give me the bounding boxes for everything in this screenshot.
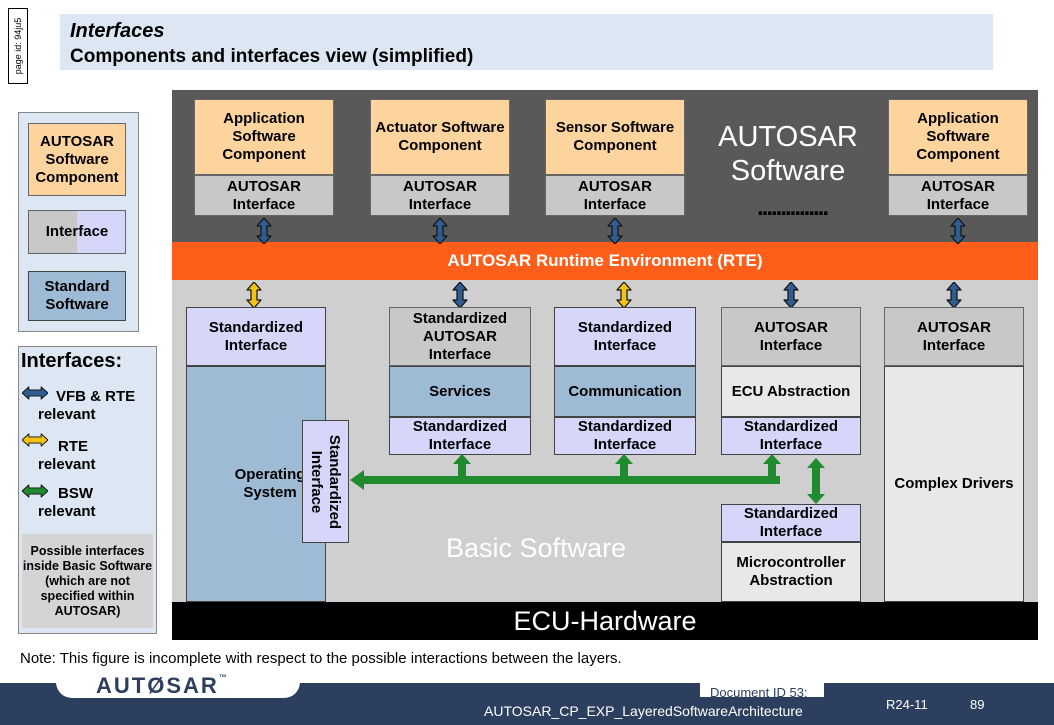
services-standardized-autosar-interface: Standardized AUTOSAR Interface — [389, 307, 531, 366]
vfb-arrow-swc-2 — [950, 218, 966, 244]
autosar-logo-text: AUTØSAR — [96, 673, 219, 698]
communication-standardized-interface: Standardized Interface — [554, 417, 696, 455]
mcal-standardized-interface: Standardized Interface — [721, 504, 861, 542]
services-standardized-interface: Standardized Interface — [389, 417, 531, 455]
swc-sensor-interface: AUTOSAR Interface — [545, 175, 685, 216]
footer-logo-tab — [56, 672, 300, 698]
ecu-abstraction: ECU Abstraction — [721, 366, 861, 417]
swc-application-1: Application Software Component — [194, 99, 334, 175]
vfb-arrow-complex-drivers — [946, 282, 962, 308]
communication: Communication — [554, 366, 696, 417]
legend-interface — [28, 210, 126, 254]
vfb-legend-label: VFB & RTE relevant — [38, 388, 136, 423]
autosar-logo-tm: ™ — [218, 673, 229, 682]
vfb-arrow-swc-1 — [256, 218, 272, 244]
bsw-interaction-arrows — [350, 454, 825, 504]
swc-application-2-interface: AUTOSAR Interface — [888, 175, 1028, 216]
autosar-logo: AUTØSAR™ — [96, 673, 229, 699]
page-subtitle: Components and interfaces view (simplifi… — [70, 46, 474, 67]
swc-sensor: Sensor Software Component — [545, 99, 685, 175]
vfb-arrow-services — [452, 282, 468, 308]
os-side-standardized-interface — [302, 420, 349, 543]
page-id-label: page id: 94ju5 — [8, 8, 28, 84]
figure-note: Note: This figure is incomplete with res… — [20, 650, 622, 667]
ecu-autosar-interface: AUTOSAR Interface — [721, 307, 861, 366]
more-components-dots: ............... — [756, 194, 829, 221]
legend-interface-label: Interface — [45, 223, 109, 240]
communication-top-interface: Standardized Interface — [554, 307, 696, 366]
swc-application-1-interface: AUTOSAR Interface — [194, 175, 334, 216]
bsw-legend-label: BSW relevant — [38, 485, 96, 520]
swc-actuator-interface: AUTOSAR Interface — [370, 175, 510, 216]
basic-software-label: Basic Software — [446, 533, 627, 563]
microcontroller-abstraction: Microcontroller Abstraction — [721, 542, 861, 602]
vfb-arrow-actuator — [432, 218, 448, 244]
rte-legend-label: RTE relevant — [38, 438, 96, 473]
rte-arrow-communication — [616, 282, 632, 308]
services: Services — [389, 366, 531, 417]
document-id: Document ID 53: — [710, 685, 808, 700]
vfb-arrow-sensor — [607, 218, 623, 244]
os-side-standardized-interface-label: Standardized Interface — [308, 434, 343, 530]
swc-application-2: Application Software Component — [888, 99, 1028, 175]
interfaces-heading: Interfaces: — [21, 350, 123, 372]
ecu-standardized-interface: Standardized Interface — [721, 417, 861, 455]
complex-drivers-autosar-interface: AUTOSAR Interface — [884, 307, 1024, 366]
legend-swc: AUTOSAR Software Component — [28, 123, 126, 196]
page-title: Interfaces — [70, 20, 165, 42]
possible-interfaces-note: Possible interfaces inside Basic Softwar… — [22, 534, 153, 628]
title-banner — [60, 14, 993, 70]
os-standardized-interface: Standardized Interface — [186, 307, 326, 366]
release-label: R24-11 — [886, 697, 928, 712]
rte-arrow-os — [246, 282, 262, 308]
vfb-arrow-ecu-abstraction — [783, 282, 799, 308]
doc-id-tab — [700, 683, 824, 697]
complex-drivers: Complex Drivers — [884, 366, 1024, 602]
swc-actuator: Actuator Software Component — [370, 99, 510, 175]
autosar-software-label: AUTOSAR Software — [718, 121, 858, 187]
page-number: 89 — [970, 697, 985, 712]
legend-standard-software: Standard Software — [28, 271, 126, 321]
rte-layer: AUTOSAR Runtime Environment (RTE) — [172, 242, 1038, 280]
ecu-hardware-layer: ECU-Hardware — [172, 602, 1038, 640]
document-name: AUTOSAR_CP_EXP_LayeredSoftwareArchitectu… — [484, 703, 803, 719]
